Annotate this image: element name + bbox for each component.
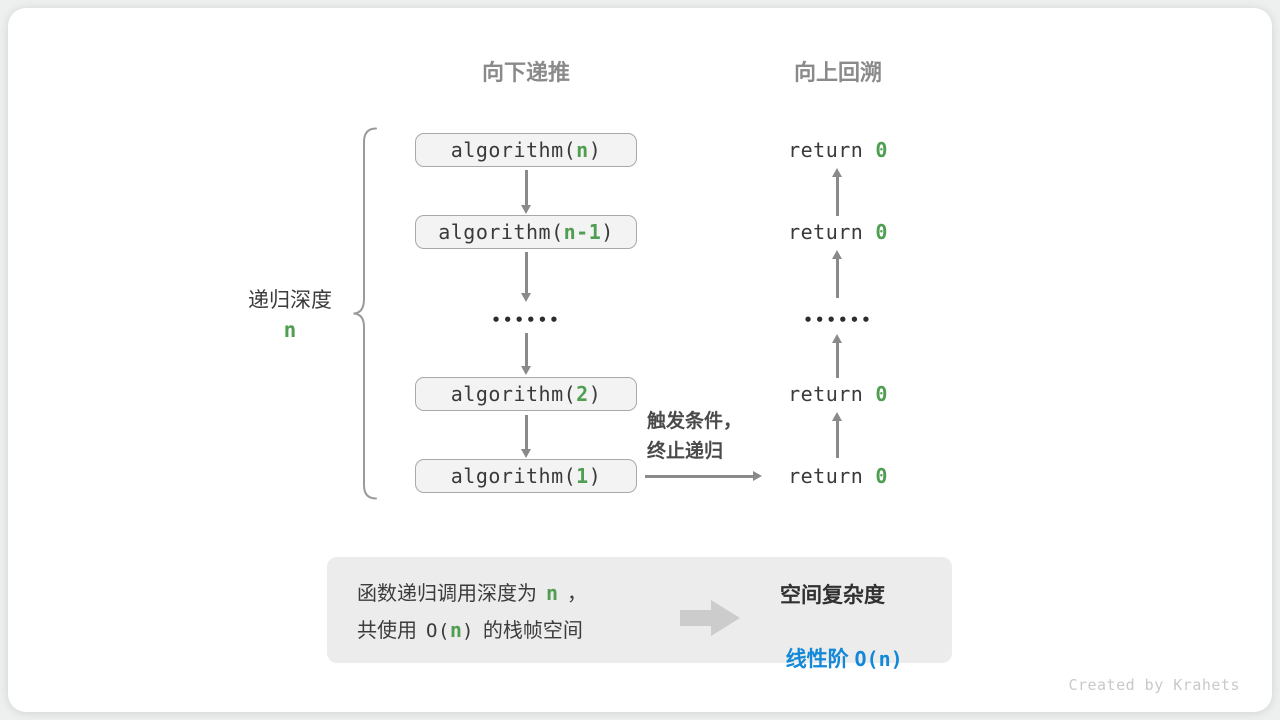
arrow-up-icon — [832, 250, 841, 298]
call-box-2: algorithm(2) — [415, 377, 637, 411]
summary-line1-text: 函数递归调用深度为 — [357, 583, 537, 605]
header-recurse-down: 向下递推 — [481, 60, 570, 85]
arrow-down-icon — [521, 170, 530, 214]
code-pre: algorithm( — [450, 382, 577, 406]
return-row: return 0 — [727, 461, 949, 491]
return-row: return 0 — [727, 379, 949, 409]
summary-line2-code-close: ) — [461, 620, 474, 642]
arrow-down-icon — [521, 333, 530, 375]
return-keyword: return — [788, 138, 864, 162]
return-value: 0 — [875, 138, 888, 162]
call-box-1: algorithm(1) — [415, 459, 637, 493]
summary-line2-post: 的栈帧空间 — [482, 620, 583, 642]
return-keyword: return — [788, 382, 864, 406]
base-case-annotation: 触发条件， 终止递归 — [647, 407, 742, 467]
annotation-line2: 终止递归 — [647, 441, 724, 462]
return-row: return 0 — [727, 135, 949, 165]
code-arg: n-1 — [563, 220, 602, 244]
arrow-up-icon — [832, 168, 841, 216]
arrow-up-icon — [832, 412, 841, 458]
depth-value: n — [283, 318, 297, 342]
call-text: algorithm(1) — [451, 464, 602, 488]
complexity-result-label: 线性阶 — [785, 648, 855, 671]
depth-label: 递归深度 — [248, 289, 332, 312]
return-keyword: return — [788, 464, 864, 488]
code-post: ) — [588, 464, 602, 488]
arrow-down-icon — [521, 415, 530, 458]
call-text: algorithm(n) — [451, 138, 602, 162]
return-value: 0 — [875, 382, 888, 406]
return-keyword: return — [788, 220, 864, 244]
call-text: algorithm(2) — [451, 382, 602, 406]
summary-line1: 函数递归调用深度为 n ， — [357, 577, 588, 605]
code-pre: algorithm( — [450, 464, 577, 488]
code-post: ) — [601, 220, 614, 244]
arrow-right-icon — [645, 471, 762, 480]
code-post: ) — [588, 382, 602, 406]
curly-brace-icon — [353, 127, 377, 500]
code-arg: n — [576, 138, 589, 162]
call-box-n-1: algorithm(n-1) — [415, 215, 637, 249]
summary-line2: 共使用 O(n) 的栈帧空间 — [357, 614, 583, 642]
code-pre: algorithm( — [438, 220, 564, 244]
annotation-line1: 触发条件， — [647, 411, 743, 432]
code-arg: 2 — [576, 382, 589, 406]
return-row: return 0 — [727, 217, 949, 247]
code-post: ) — [588, 138, 602, 162]
complexity-result: 线性阶 O(n) — [730, 619, 935, 697]
summary-line2-code-open: O( — [426, 620, 450, 642]
complexity-title: 空间复杂度 — [780, 584, 885, 607]
big-arrow-right-icon — [680, 600, 740, 636]
code-arg: 1 — [576, 464, 589, 488]
arrow-down-icon — [521, 252, 530, 302]
credit-text: Created by Krahets — [1068, 676, 1240, 694]
call-box-n: algorithm(n) — [415, 133, 637, 167]
return-value: 0 — [875, 464, 888, 488]
summary-line1-var: n — [546, 581, 559, 605]
call-text: algorithm(n-1) — [438, 220, 614, 244]
ellipsis-dots-right: •••••• — [803, 311, 873, 329]
arrow-up-icon — [832, 334, 841, 378]
summary-line2-var: n — [449, 618, 462, 642]
summary-line2-pre: 共使用 — [357, 620, 417, 642]
summary-panel — [327, 557, 952, 663]
header-backtrack-up: 向上回溯 — [793, 60, 882, 85]
summary-line1-comma: ， — [567, 583, 588, 605]
code-pre: algorithm( — [450, 138, 577, 162]
ellipsis-dots-left: •••••• — [491, 311, 561, 329]
return-value: 0 — [875, 220, 888, 244]
complexity-result-code: O(n) — [854, 647, 903, 671]
